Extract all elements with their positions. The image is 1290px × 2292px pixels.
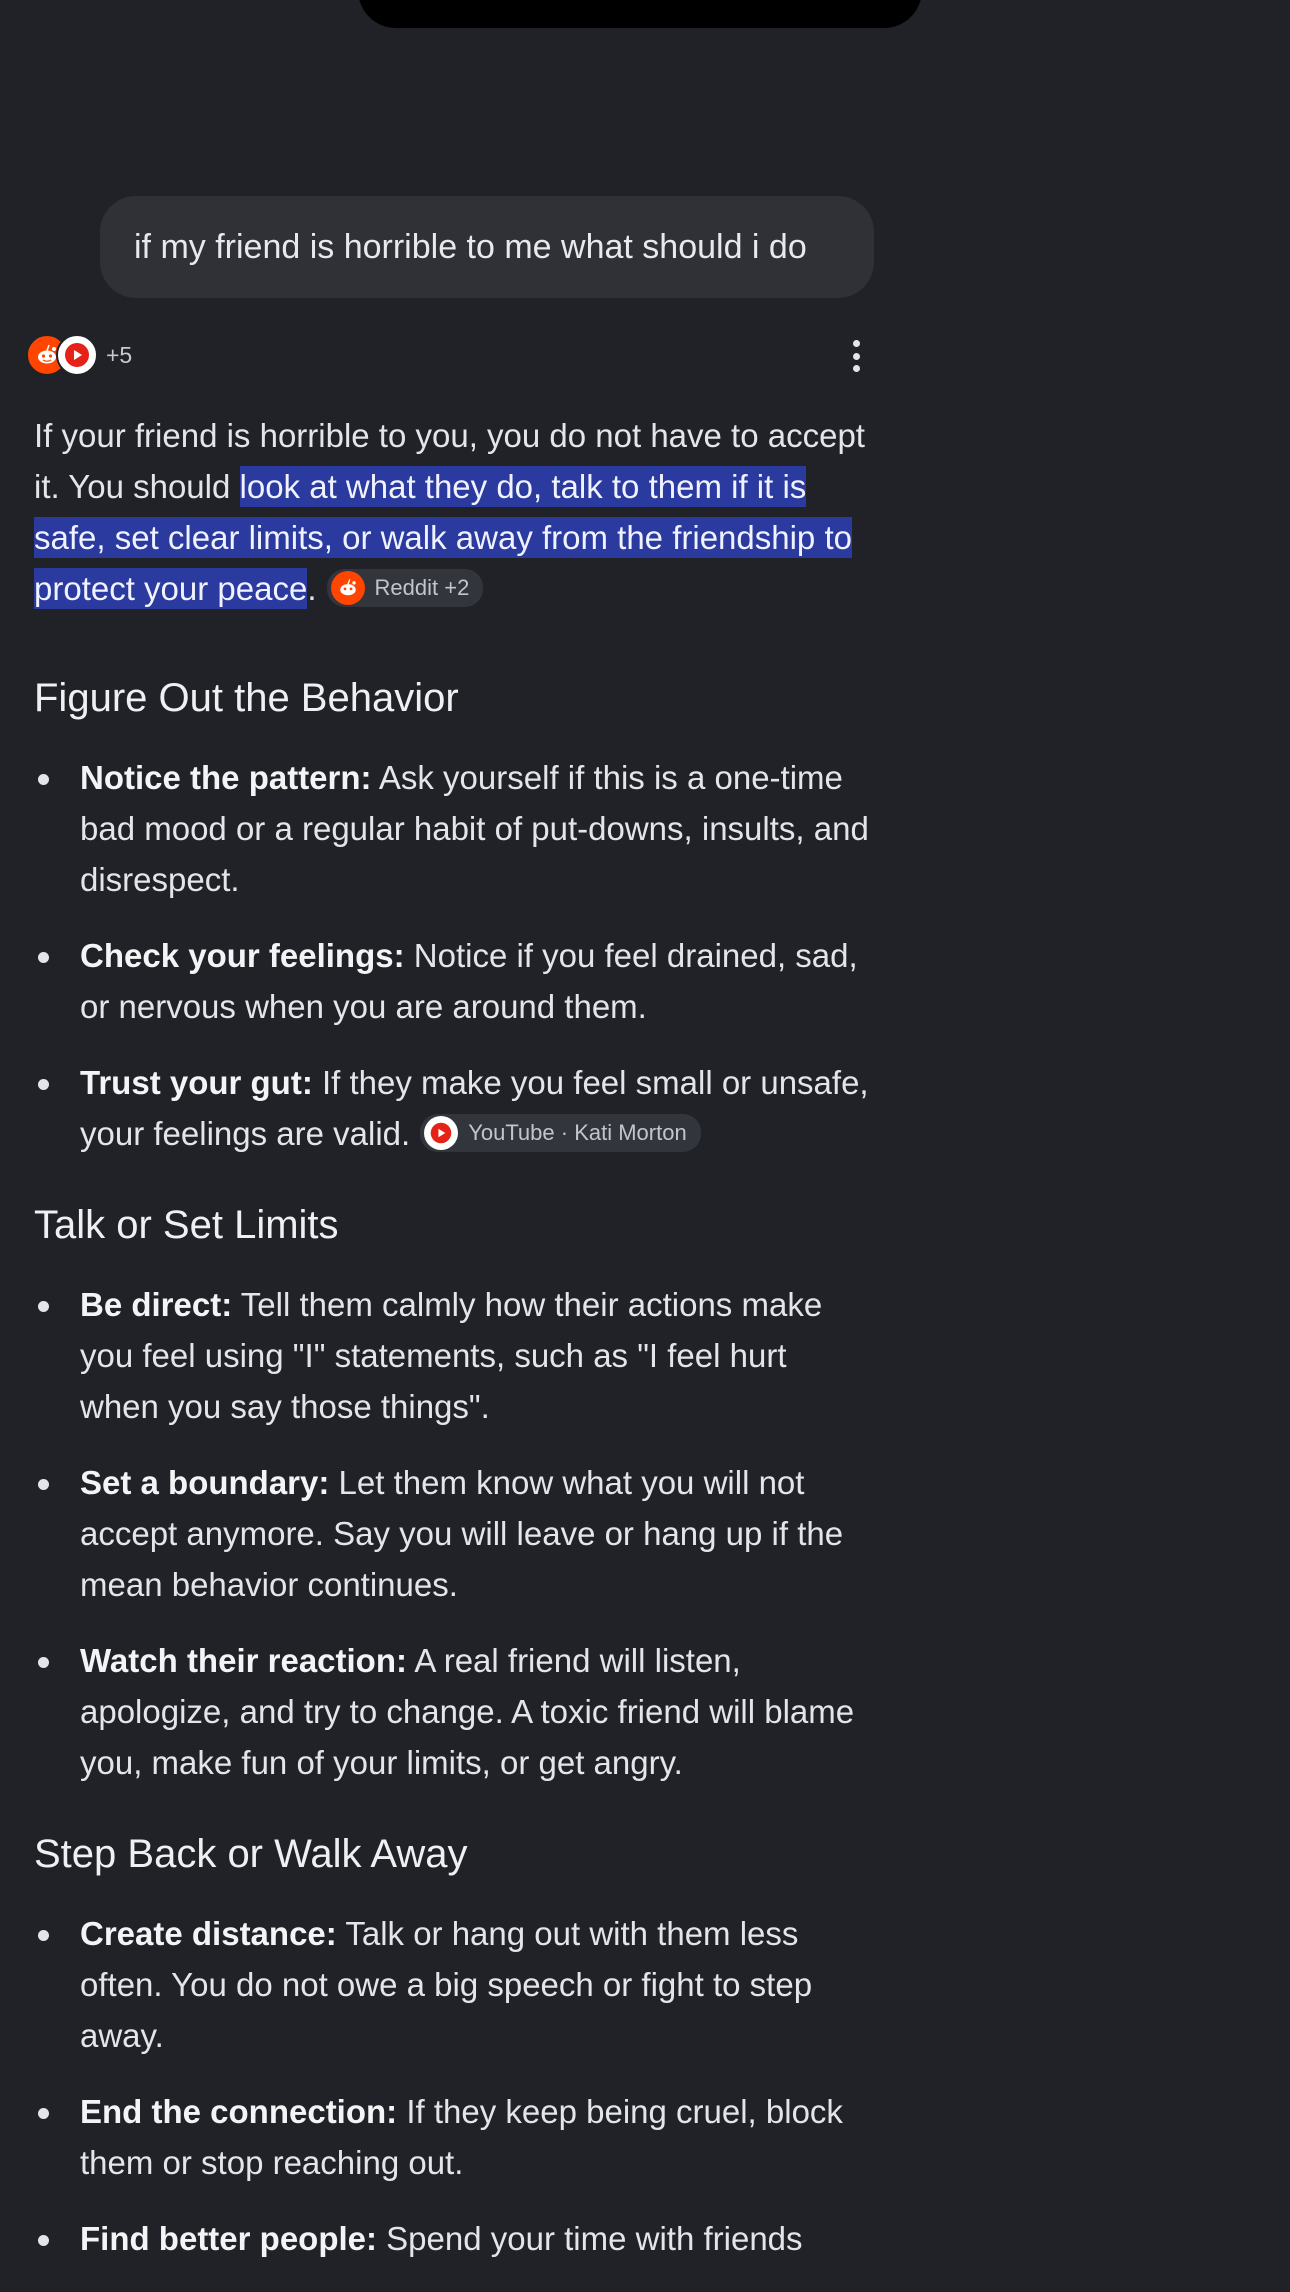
sources-more-count: +5 bbox=[106, 341, 133, 368]
more-options-icon[interactable] bbox=[848, 340, 864, 372]
citation-chip-label: Reddit +2 bbox=[374, 575, 470, 601]
item-text: Talk or hang out with them less often. Y… bbox=[80, 1915, 813, 2054]
citation-chip-youtube[interactable]: YouTube · Kati Morton bbox=[420, 1114, 701, 1153]
answer-intro-end: . bbox=[307, 570, 317, 607]
list-item: Be direct: Tell them calmly how their ac… bbox=[34, 1279, 874, 1432]
item-text: Let them know what you will not accept a… bbox=[80, 1464, 844, 1603]
item-label: End the connection: bbox=[80, 2093, 398, 2130]
list-item: Trust your gut: If they make you feel sm… bbox=[34, 1057, 874, 1159]
item-text: If they make you feel small or unsafe, y… bbox=[80, 1064, 869, 1152]
answer-intro-text: If your friend is horrible to you, you d… bbox=[34, 417, 865, 505]
section-heading: Step Back or Walk Away bbox=[34, 1832, 468, 1876]
section-heading: Figure Out the Behavior bbox=[34, 676, 459, 720]
youtube-icon bbox=[424, 1116, 459, 1151]
section-list: Notice the pattern: Ask yourself if this… bbox=[34, 752, 874, 1159]
answer-content: If your friend is horrible to you, you d… bbox=[34, 410, 874, 2289]
answer-intro: If your friend is horrible to you, you d… bbox=[34, 410, 874, 614]
section-list: Be direct: Tell them calmly how their ac… bbox=[34, 1279, 874, 1788]
item-text: A real friend will listen, apologize, an… bbox=[80, 1642, 855, 1781]
user-query-text: if my friend is horrible to me what shou… bbox=[134, 227, 807, 266]
citation-chip-reddit[interactable]: Reddit +2 bbox=[326, 569, 484, 608]
item-label: Create distance: bbox=[80, 1915, 337, 1952]
sources-button[interactable]: +5 bbox=[26, 332, 132, 378]
list-item: Set a boundary: Let them know what you w… bbox=[34, 1457, 874, 1610]
item-text: Ask yourself if this is a one-time bad m… bbox=[80, 759, 869, 898]
item-label: Check your feelings: bbox=[80, 937, 405, 974]
citation-chip-label: YouTube · Kati Morton bbox=[468, 1120, 687, 1146]
section-heading: Talk or Set Limits bbox=[34, 1203, 339, 1247]
item-text: If they keep being cruel, block them or … bbox=[80, 2093, 843, 2181]
list-item: Find better people: Spend your time with… bbox=[34, 2213, 874, 2264]
camera-notch bbox=[358, 0, 922, 28]
list-item: Watch their reaction: A real friend will… bbox=[34, 1635, 874, 1788]
section-list: Create distance: Talk or hang out with t… bbox=[34, 1908, 874, 2264]
item-label: Trust your gut: bbox=[80, 1064, 313, 1101]
item-label: Set a boundary: bbox=[80, 1464, 330, 1501]
item-label: Notice the pattern: bbox=[80, 759, 372, 796]
list-item: Check your feelings: Notice if you feel … bbox=[34, 930, 874, 1032]
list-item: End the connection: If they keep being c… bbox=[34, 2086, 874, 2188]
reddit-icon bbox=[330, 571, 365, 606]
item-label: Find better people: bbox=[80, 2220, 377, 2257]
youtube-icon bbox=[56, 334, 98, 376]
list-item: Create distance: Talk or hang out with t… bbox=[34, 1908, 874, 2061]
list-item: Notice the pattern: Ask yourself if this… bbox=[34, 752, 874, 905]
item-text: Tell them calmly how their actions make … bbox=[80, 1286, 823, 1425]
item-text: Notice if you feel drained, sad, or nerv… bbox=[80, 937, 858, 1025]
item-text: Spend your time with friends bbox=[377, 2220, 803, 2257]
item-label: Watch their reaction: bbox=[80, 1642, 407, 1679]
item-label: Be direct: bbox=[80, 1286, 233, 1323]
user-query-bubble: if my friend is horrible to me what shou… bbox=[100, 196, 874, 298]
